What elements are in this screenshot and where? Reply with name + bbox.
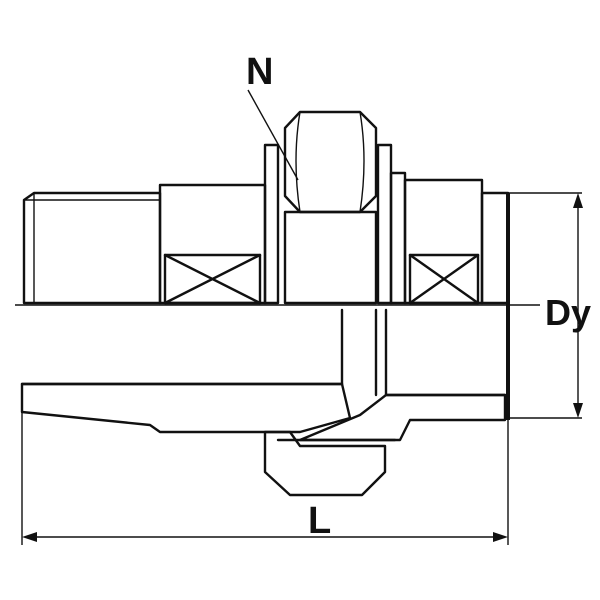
- dimension-l: [21, 412, 509, 545]
- union-nut: [263, 110, 393, 305]
- length-label: L: [308, 500, 331, 542]
- right-wrench-flat: [389, 171, 484, 305]
- right-end: [480, 191, 510, 420]
- left-wrench-flat: [158, 183, 267, 305]
- nut-label: N: [246, 51, 273, 93]
- bore-outline: [20, 308, 507, 397]
- left-threaded-end: [22, 191, 162, 305]
- dimension-dy: [508, 192, 583, 419]
- section-hatch-right: [298, 393, 507, 442]
- section-hatch-left: [20, 382, 352, 434]
- diameter-label: Dy: [545, 292, 591, 333]
- nut-leader-line: [247, 89, 299, 181]
- nut-section-hatch: [263, 430, 397, 497]
